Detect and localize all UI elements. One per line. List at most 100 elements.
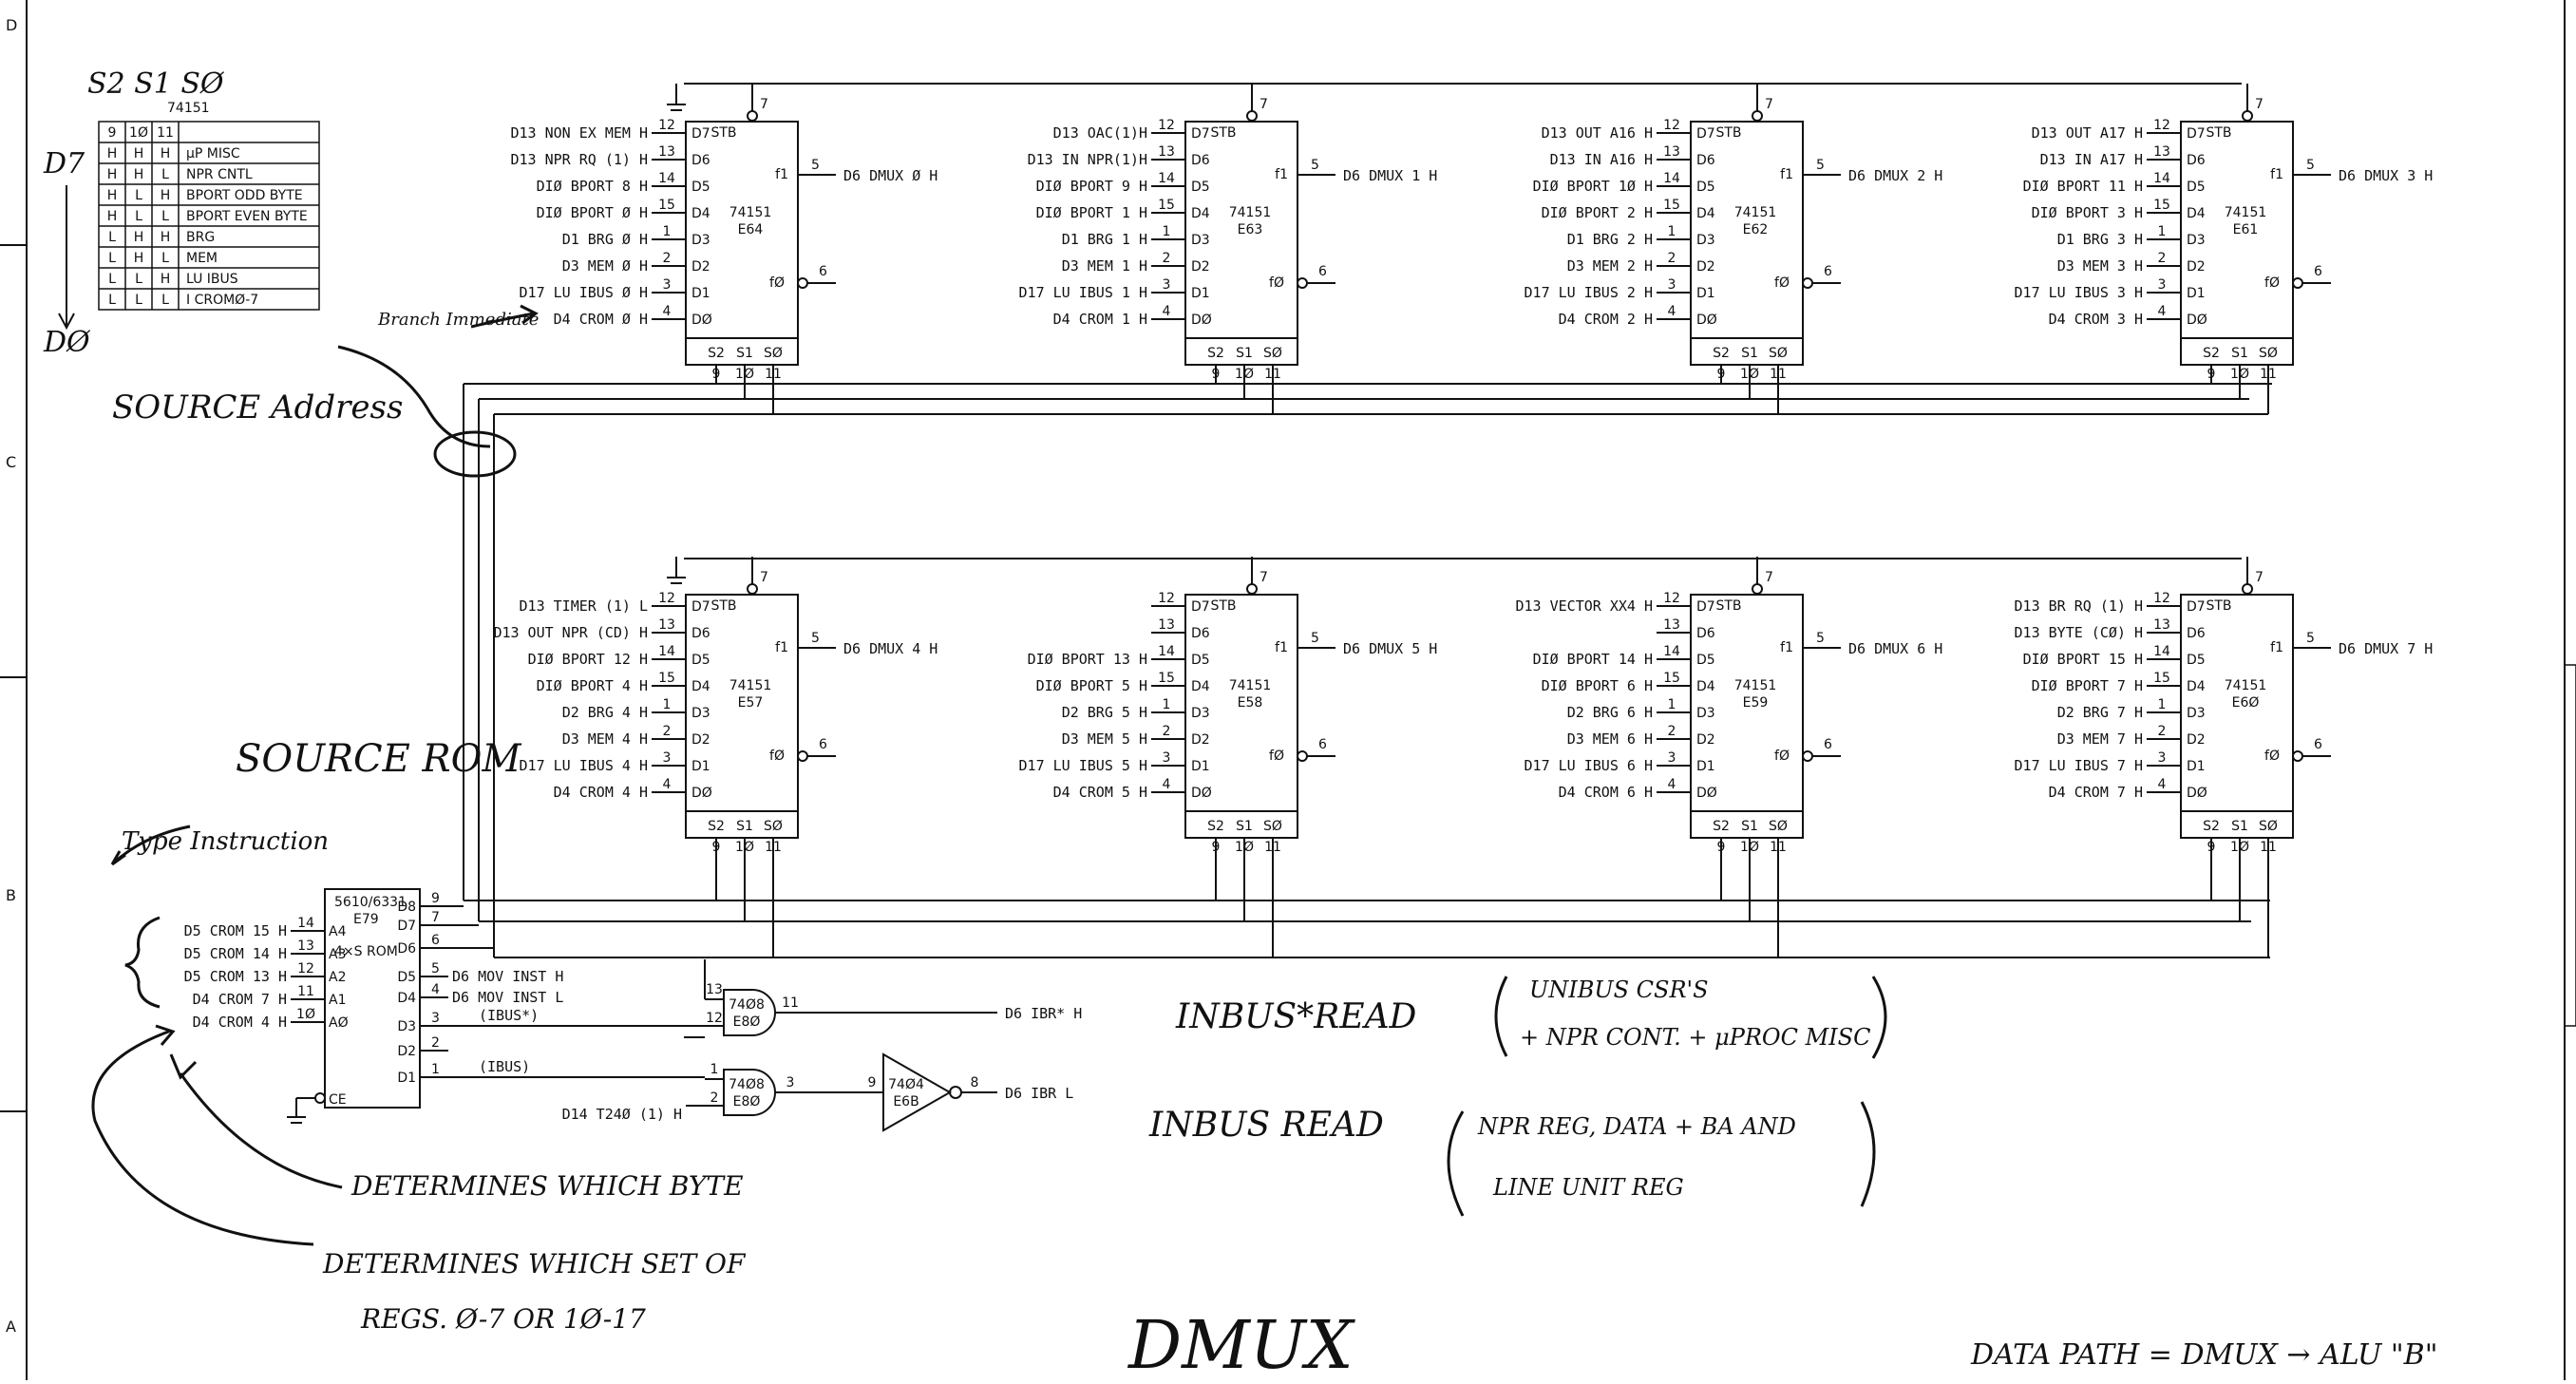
mux-out-label: fØ (1774, 749, 1790, 764)
mux-input-signal: D3 MEM 3 H (2057, 257, 2143, 275)
mux-out-label: fØ (769, 749, 785, 764)
table-row-bottom: DØ (43, 326, 91, 359)
inverter-pin: 8 (971, 1075, 979, 1090)
mux-select-label: S1 (1236, 346, 1253, 361)
table-header-cell: 9 (108, 125, 117, 141)
mux-input-pin: 1 (1163, 224, 1171, 239)
mux-out-label: fØ (769, 275, 785, 291)
mux-out-label: f1 (775, 167, 788, 182)
mux-data-pin: D2 (1191, 732, 1210, 748)
mux-data-pin: D7 (2187, 599, 2206, 615)
mux-input-signal: DIØ BPORT 13 H (1028, 651, 1147, 668)
strobe-pin: 7 (1260, 97, 1268, 112)
mux-input-pin: 4 (1163, 777, 1171, 792)
rom-input-signal: D4 CROM 4 H (193, 1014, 287, 1031)
mux-select-label: S2 (2203, 819, 2220, 834)
mux-input-signal: D3 MEM 1 H (1062, 257, 1147, 275)
mux-output-signal: D6 DMUX 5 H (1343, 640, 1437, 657)
strobe-label: STB (2206, 598, 2231, 614)
mux-data-pin: D7 (1191, 599, 1210, 615)
mux-data-pin: D1 (1191, 286, 1210, 301)
rom-address-pin: A2 (329, 970, 346, 985)
mux-input-signal: D4 CROM 1 H (1053, 311, 1147, 328)
mux-select-pin: 9 (1717, 367, 1726, 382)
mux-select-pin: 11 (1770, 840, 1787, 855)
mux-select-label: S2 (1713, 819, 1730, 834)
gate-pin: 1 (710, 1062, 719, 1077)
table-cell: L (161, 293, 169, 308)
table-cell: H (161, 230, 171, 245)
mux-select-label: S2 (708, 346, 725, 361)
mux-out-label: fØ (2264, 275, 2280, 291)
mux-input-pin: 1 (1668, 697, 1676, 712)
mux-input-signal: D13 OAC(1)H (1053, 124, 1147, 142)
gate-pin: 12 (706, 1011, 723, 1026)
mux-out-label: f1 (2270, 640, 2283, 655)
table-cell: L (135, 188, 142, 203)
mux-out-label: fØ (1269, 275, 1284, 291)
mux-body (1690, 594, 1804, 839)
mux-data-pin: D2 (1191, 259, 1210, 275)
table-cell: H (134, 230, 144, 245)
mux-data-pin: DØ (2187, 313, 2207, 328)
mux-select-pin: 9 (712, 367, 721, 382)
mux-input-signal: D1 BRG 1 H (1062, 231, 1147, 248)
gate-chip-type: 74Ø8 (729, 1077, 765, 1092)
mux-input-pin: 3 (1163, 750, 1171, 766)
mux-select-pin: 11 (2260, 367, 2277, 382)
mux-output-signal: D6 DMUX 6 H (1848, 640, 1942, 657)
rom-address-pin: AØ (329, 1015, 349, 1031)
mux-input-pin: 15 (1158, 198, 1175, 213)
mux-input-signal: D17 LU IBUS 4 H (520, 757, 648, 774)
note-data-path: DATA PATH = DMUX → ALU "B" (1970, 1338, 2438, 1372)
mux-select-label: SØ (2259, 346, 2278, 361)
mux-input-signal: D13 TIMER (1) L (520, 597, 648, 615)
mux-input-pin: 14 (1158, 171, 1175, 186)
rom-out-mov-h: D6 MOV INST H (452, 968, 563, 985)
strobe-label: STB (710, 125, 736, 141)
mux-data-pin: D3 (1191, 233, 1210, 248)
mux-select-label: S1 (736, 819, 753, 834)
mux-out-label: fØ (1269, 749, 1284, 764)
mux-data-pin: D4 (691, 206, 710, 221)
mux-select-pin: 11 (765, 840, 782, 855)
mux-input-pin: 12 (1158, 118, 1175, 133)
table-cell: H (134, 167, 144, 182)
mux-input-pin: 12 (658, 118, 675, 133)
mux-chip-ref: E6Ø (2232, 695, 2260, 711)
mux-input-signal: D3 MEM Ø H (562, 257, 648, 275)
strobe-bubble (1752, 583, 1763, 595)
mux-input-pin: 15 (1663, 671, 1680, 686)
mux-input-pin: 14 (1663, 644, 1680, 659)
note-inbus-read: INBUS READ (1148, 1106, 1384, 1145)
mux-input-signal: DIØ BPORT 14 H (1533, 651, 1653, 668)
mux-chip-type: 74151 (729, 678, 772, 693)
gate-pin: 13 (706, 982, 723, 997)
strobe-label: STB (1715, 598, 1741, 614)
mux-input-signal: DIØ BPORT 6 H (1542, 677, 1653, 694)
mux-select-label: SØ (1263, 346, 1282, 361)
mux-input-pin: 12 (1663, 118, 1680, 133)
table-cell: L (108, 293, 116, 308)
mux-select-pin: 1Ø (1740, 840, 1759, 855)
mux-input-pin: 4 (1668, 304, 1676, 319)
mux-select-pin: 11 (1770, 367, 1787, 382)
mux-chip-ref: E63 (1238, 222, 1263, 237)
strobe-bubble (2242, 583, 2253, 595)
mux-body (685, 121, 799, 366)
mux-input-pin: 1 (2158, 697, 2167, 712)
note-which-set-1: DETERMINES WHICH SET OF (322, 1248, 747, 1280)
mux-input-signal: D1 BRG 3 H (2057, 231, 2143, 248)
mux-output-signal: D6 DMUX 4 H (843, 640, 938, 657)
mux-chip-ref: E61 (2233, 222, 2259, 237)
mux-data-pin: D4 (1696, 679, 1715, 694)
rom-data-pin: D1 (397, 1071, 416, 1086)
mux-select-label: S1 (1741, 819, 1758, 834)
mux-data-pin: D2 (2187, 259, 2206, 275)
rom-data-pin: D7 (397, 919, 416, 934)
mux-input-signal: D17 LU IBUS 3 H (2015, 284, 2143, 301)
mux-select-label: SØ (1769, 346, 1788, 361)
